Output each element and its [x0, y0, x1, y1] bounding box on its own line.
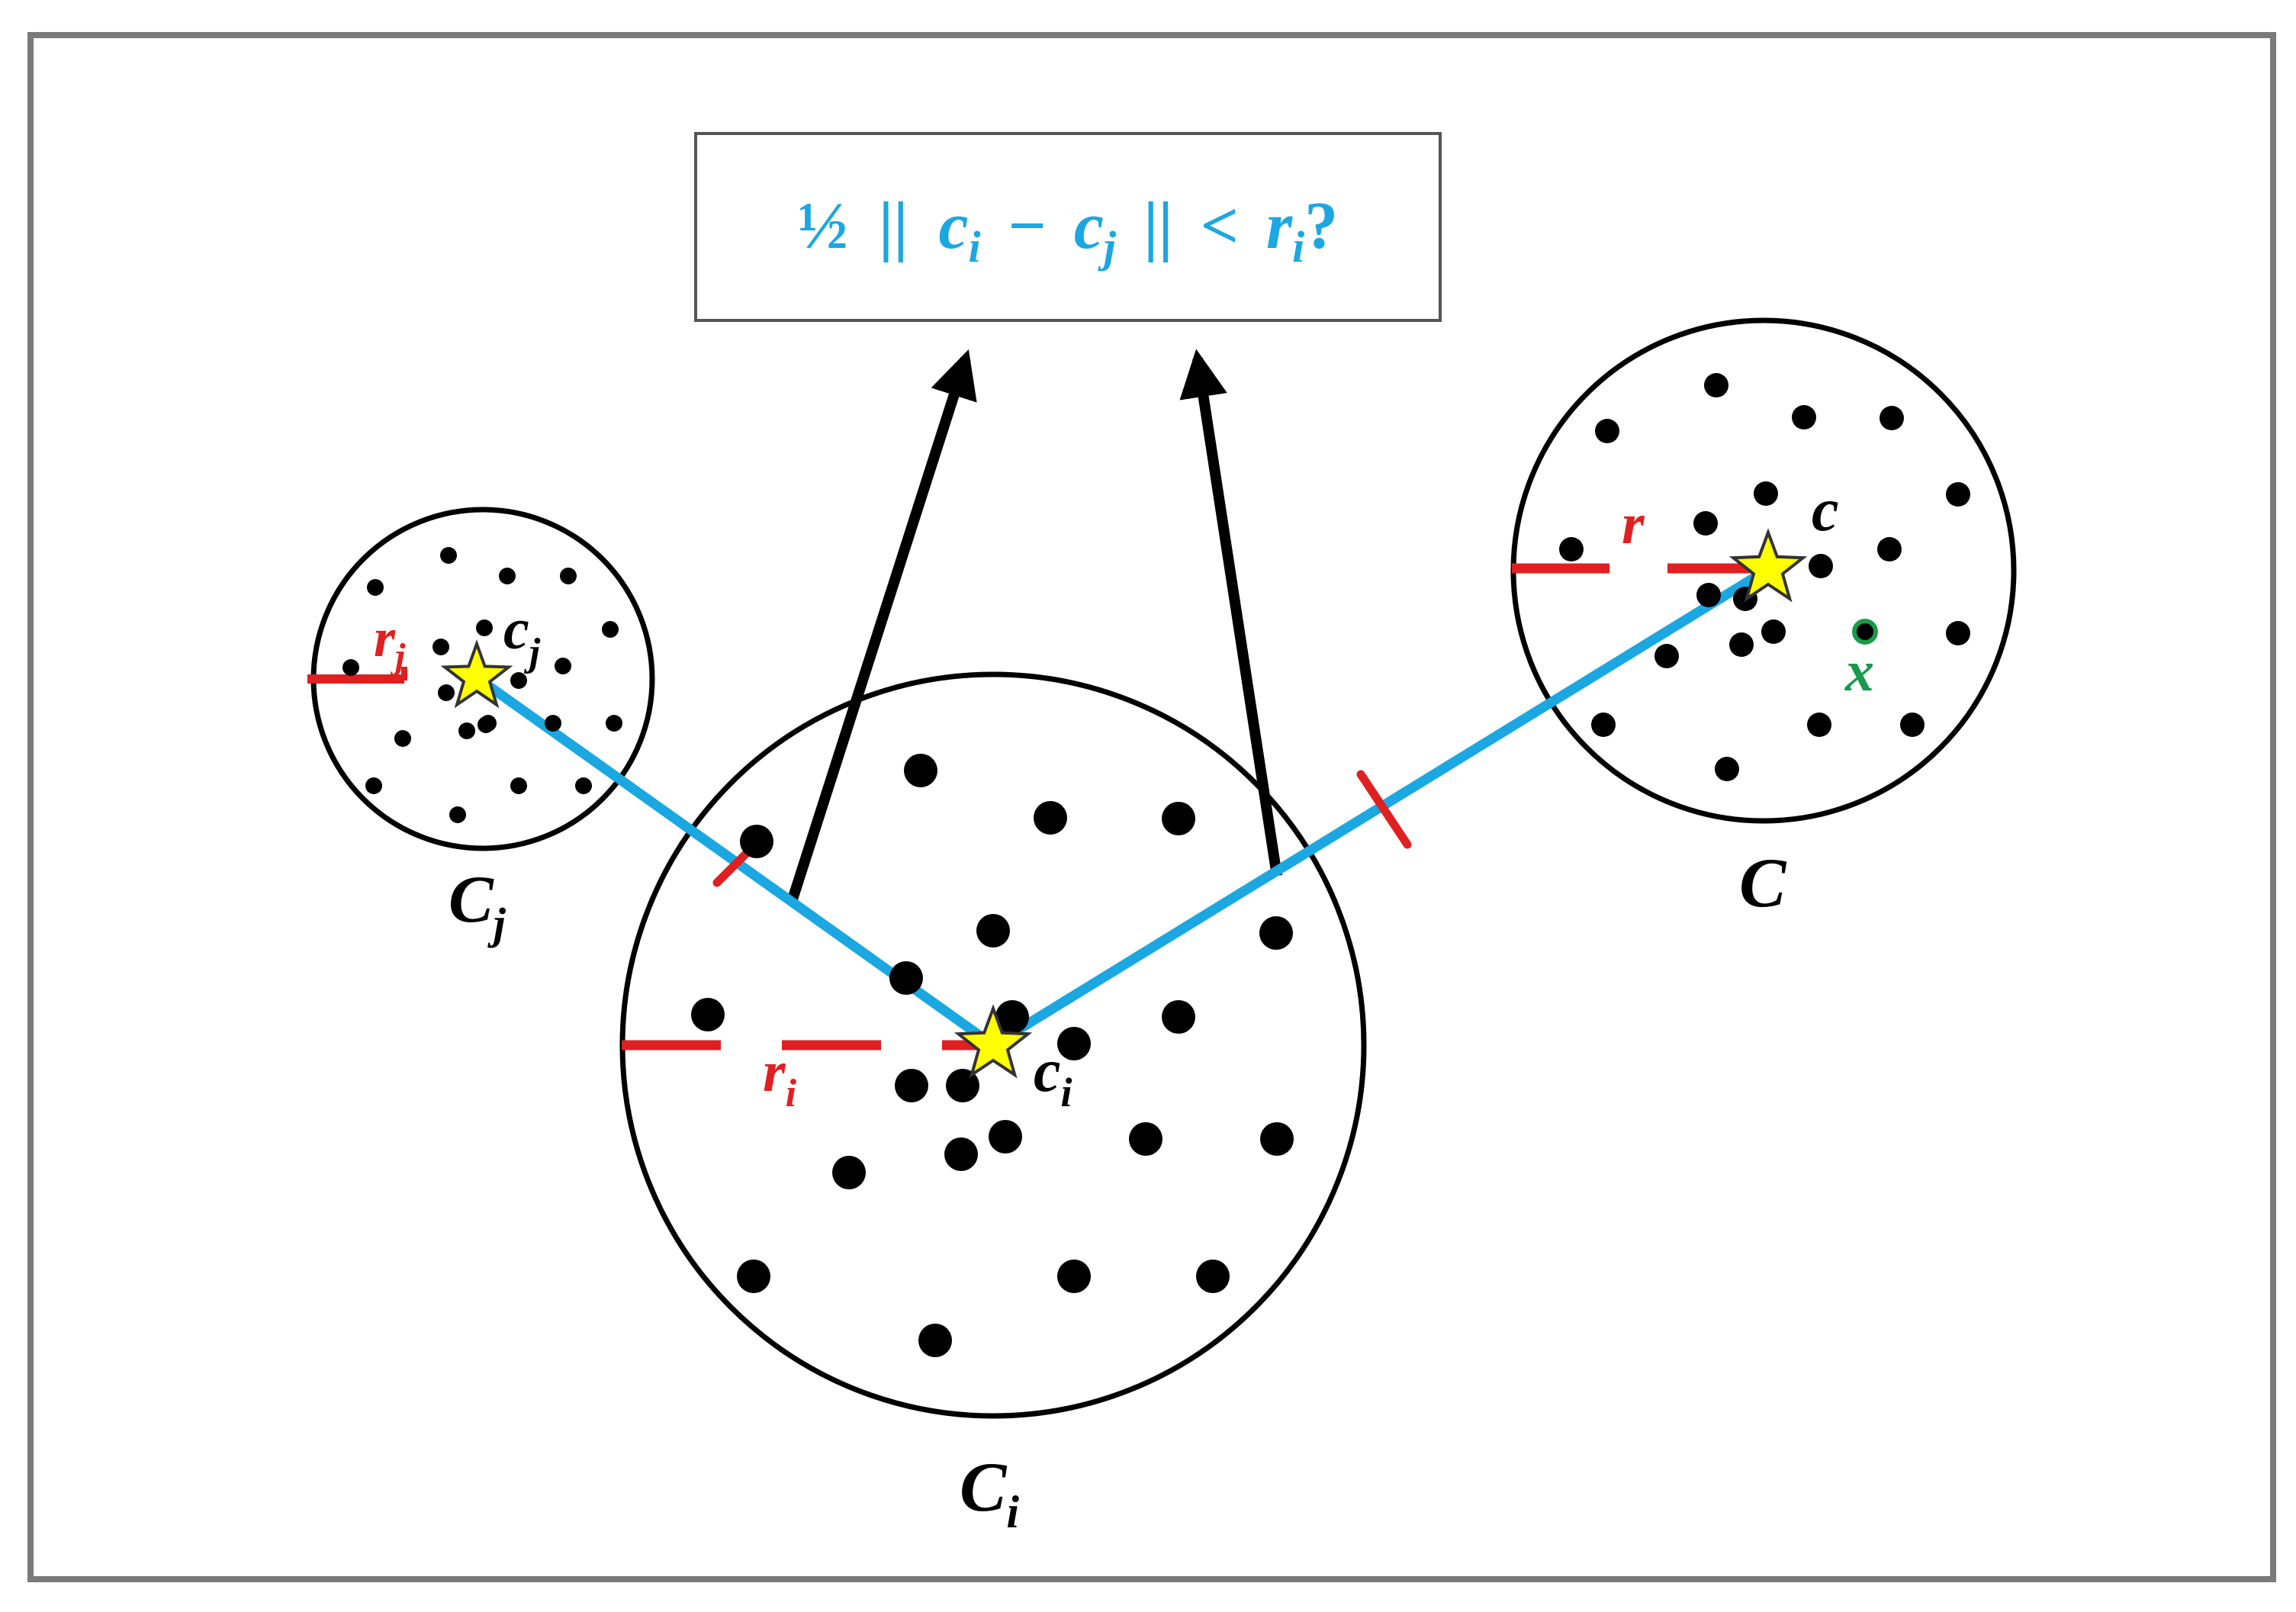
cluster-cj-point [449, 806, 466, 823]
cluster-c-point [1696, 583, 1721, 607]
cluster-c-point [1729, 632, 1754, 657]
radius-label-r: r [1622, 492, 1645, 556]
cluster-c-point [1715, 757, 1739, 781]
cluster-ci-points [691, 754, 1294, 1357]
cluster-c-point [1754, 481, 1778, 506]
cluster-cj-point [440, 547, 457, 564]
cluster-c-point [1654, 644, 1679, 668]
query-box [694, 132, 1442, 322]
cluster-c-point [1761, 619, 1786, 644]
cluster-cj-point [458, 722, 475, 739]
cluster-label-c: C [1739, 844, 1787, 922]
cluster-ci-point [944, 1137, 978, 1171]
cluster-ci-point [1259, 916, 1293, 950]
cluster-cj-points [342, 547, 622, 823]
cluster-c-point [1946, 621, 1970, 645]
query-point-x [1852, 619, 1878, 645]
cluster-c-point [1704, 373, 1728, 397]
cluster-cj-point [510, 777, 527, 794]
cluster-ci-point [1057, 1260, 1091, 1293]
cluster-label-ci: Ci [960, 1448, 1019, 1537]
cluster-ci-point [976, 914, 1010, 948]
cluster-cj-point [575, 777, 592, 794]
query-point-label: x [1844, 639, 1874, 703]
cluster-ci-point [1260, 1122, 1294, 1156]
cluster-ci-point [895, 1069, 928, 1102]
cluster-cj-point [606, 715, 622, 732]
cluster-cj-point [480, 715, 497, 732]
center-star-cj [440, 639, 513, 709]
cluster-ci-point [946, 1069, 979, 1102]
cluster-cj-point [438, 684, 455, 701]
center-label-ci: ci [1034, 1038, 1072, 1115]
cluster-ci-point [904, 754, 937, 787]
cluster-ci-point [1162, 802, 1195, 835]
cluster-c-point [1807, 713, 1831, 737]
cluster-c-points [1559, 373, 1970, 781]
radius-label-rj: rj [374, 607, 406, 677]
cluster-c-point [1693, 511, 1718, 536]
cluster-ci-point [889, 961, 923, 995]
cluster-ci-point [1162, 1000, 1195, 1034]
cluster-c-point [1877, 537, 1902, 561]
cluster-ci-point [832, 1156, 866, 1189]
cluster-c-point [1595, 419, 1619, 443]
cluster-ci-point [740, 825, 773, 858]
cluster-ci-point [691, 998, 725, 1031]
radius-label-ri: ri [763, 1040, 797, 1115]
cluster-c-point [1880, 406, 1904, 430]
cluster-cj-point [545, 715, 561, 732]
center-label-c: c [1812, 477, 1839, 544]
cluster-ci-point [1196, 1260, 1230, 1293]
cluster-ci-point [737, 1260, 770, 1293]
center-star-ci [953, 1004, 1033, 1079]
cluster-ci-point [1057, 1027, 1091, 1060]
cluster-cj-point [365, 777, 382, 794]
cluster-cj-point [560, 568, 577, 584]
cluster-cj-point [555, 658, 571, 674]
cluster-c-point [1900, 713, 1925, 737]
cluster-cj-point [394, 730, 411, 747]
cluster-c-point [1792, 405, 1816, 430]
cluster-c-point [1591, 713, 1616, 737]
cluster-c-point [1946, 482, 1970, 507]
cluster-ci-point [1129, 1122, 1162, 1156]
connector-midpoint-tick-right [1356, 770, 1412, 849]
cluster-ci-point [1034, 801, 1067, 835]
cluster-cj-point [367, 579, 384, 596]
cluster-cj-point [342, 659, 359, 676]
cluster-ci-point [918, 1324, 952, 1357]
cluster-ci-point [995, 1000, 1029, 1034]
arrow-left [786, 349, 977, 906]
cluster-cj-point [499, 568, 516, 584]
cluster-c-point [1559, 537, 1584, 561]
query-box-formula: ½ || ci − cj || < ri? [798, 189, 1339, 277]
cluster-cj-point [510, 672, 527, 689]
cluster-ci-point [989, 1120, 1022, 1153]
cluster-cj-point [433, 639, 449, 655]
cluster-cj-point [602, 621, 619, 638]
cluster-cj-point [476, 619, 493, 636]
cluster-c-point [1809, 554, 1833, 578]
center-star-c [1728, 528, 1808, 603]
